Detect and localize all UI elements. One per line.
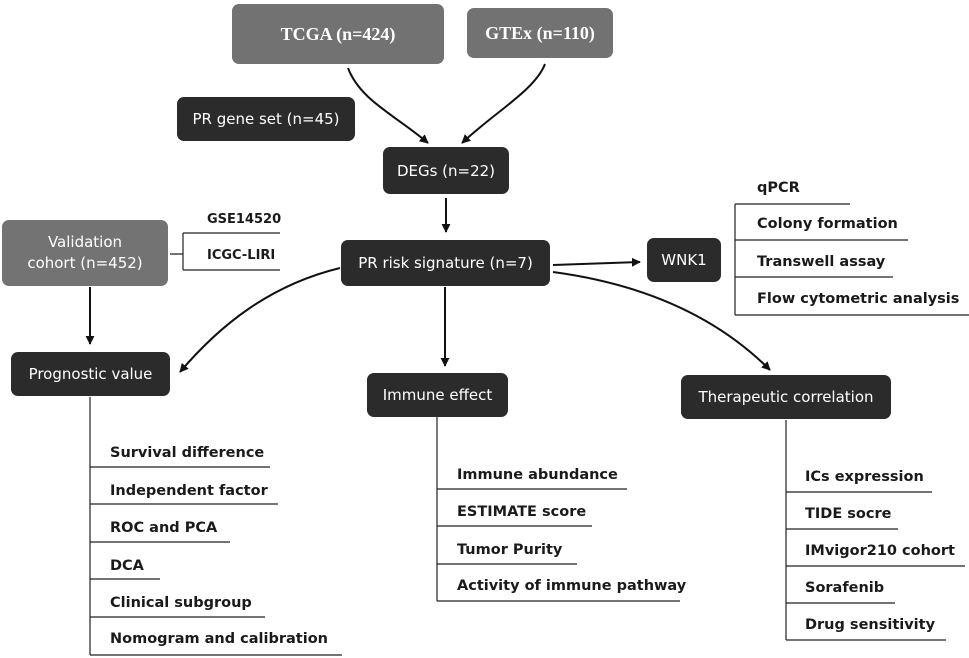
prognostic-item-clinical: Clinical subgroup (110, 595, 252, 611)
validation-line2: cohort (n=452) (27, 254, 143, 272)
prognostic-item-independent: Independent factor (110, 483, 268, 499)
wnk1-box: WNK1 (647, 238, 721, 282)
wnk1-bracket (734, 203, 969, 316)
signature-box: PR risk signature (n=7) (341, 240, 550, 286)
wnk1-item-transwell: Transwell assay (757, 254, 886, 270)
tcga-box: TCGA (n=424) (232, 4, 444, 64)
arrow-signature-to-therapeutic (552, 271, 771, 371)
therapeutic-bracket (785, 420, 965, 641)
therapeutic-label: Therapeutic correlation (698, 388, 874, 406)
degs-box: DEGs (n=22) (383, 147, 509, 194)
prognostic-box: Prognostic value (11, 352, 170, 396)
dataset-gse14520: GSE14520 (207, 212, 282, 227)
prognostic-label: Prognostic value (28, 365, 153, 383)
gtex-box: GTEx (n=110) (467, 8, 613, 58)
prognostic-item-nomogram: Nomogram and calibration (110, 631, 328, 647)
degs-label: DEGs (n=22) (396, 161, 496, 180)
immune-item-abundance: Immune abundance (457, 467, 618, 483)
therapeutic-item-imvigor: IMvigor210 cohort (805, 543, 955, 559)
validation-line1: Validation (47, 233, 123, 251)
validation-bracket (170, 232, 280, 271)
tcga-label: TCGA (n=424) (280, 23, 396, 44)
immune-item-purity: Tumor Purity (457, 542, 563, 558)
therapeutic-item-tide: TIDE socre (805, 506, 892, 522)
immune-box: Immune effect (367, 373, 508, 417)
prognostic-item-survival: Survival difference (110, 445, 265, 461)
arrow-gtex-to-degs (461, 63, 546, 144)
immune-bracket (436, 417, 680, 602)
arrow-tcga-to-degs (347, 67, 429, 144)
prognostic-bracket (89, 397, 342, 656)
therapeutic-item-sorafenib: Sorafenib (805, 580, 885, 596)
prognostic-item-roc: ROC and PCA (110, 520, 218, 536)
wnk1-label: WNK1 (661, 251, 707, 269)
wnk1-item-flow: Flow cytometric analysis (757, 291, 960, 307)
dataset-icgc-liri: ICGC-LIRI (207, 248, 276, 263)
therapeutic-box: Therapeutic correlation (681, 375, 891, 419)
arrow-signature-to-prognostic (179, 267, 341, 373)
immune-label: Immune effect (382, 386, 493, 404)
gtex-label: GTEx (n=110) (485, 22, 595, 43)
wnk1-item-colony: Colony formation (757, 216, 898, 232)
validation-cohort-box: Validation cohort (n=452) (2, 220, 168, 286)
pr-gene-set-box: PR gene set (n=45) (177, 97, 355, 141)
signature-label: PR risk signature (n=7) (358, 254, 533, 272)
wnk1-item-qpcr: qPCR (757, 180, 800, 196)
immune-item-pathway: Activity of immune pathway (457, 578, 687, 594)
therapeutic-item-ics: ICs expression (805, 469, 924, 485)
immune-item-estimate: ESTIMATE score (457, 504, 587, 520)
prognostic-item-dca: DCA (110, 558, 144, 574)
pr-gene-set-label: PR gene set (n=45) (192, 110, 340, 128)
therapeutic-item-drug: Drug sensitivity (805, 617, 936, 633)
arrow-signature-to-wnk1 (552, 257, 641, 267)
